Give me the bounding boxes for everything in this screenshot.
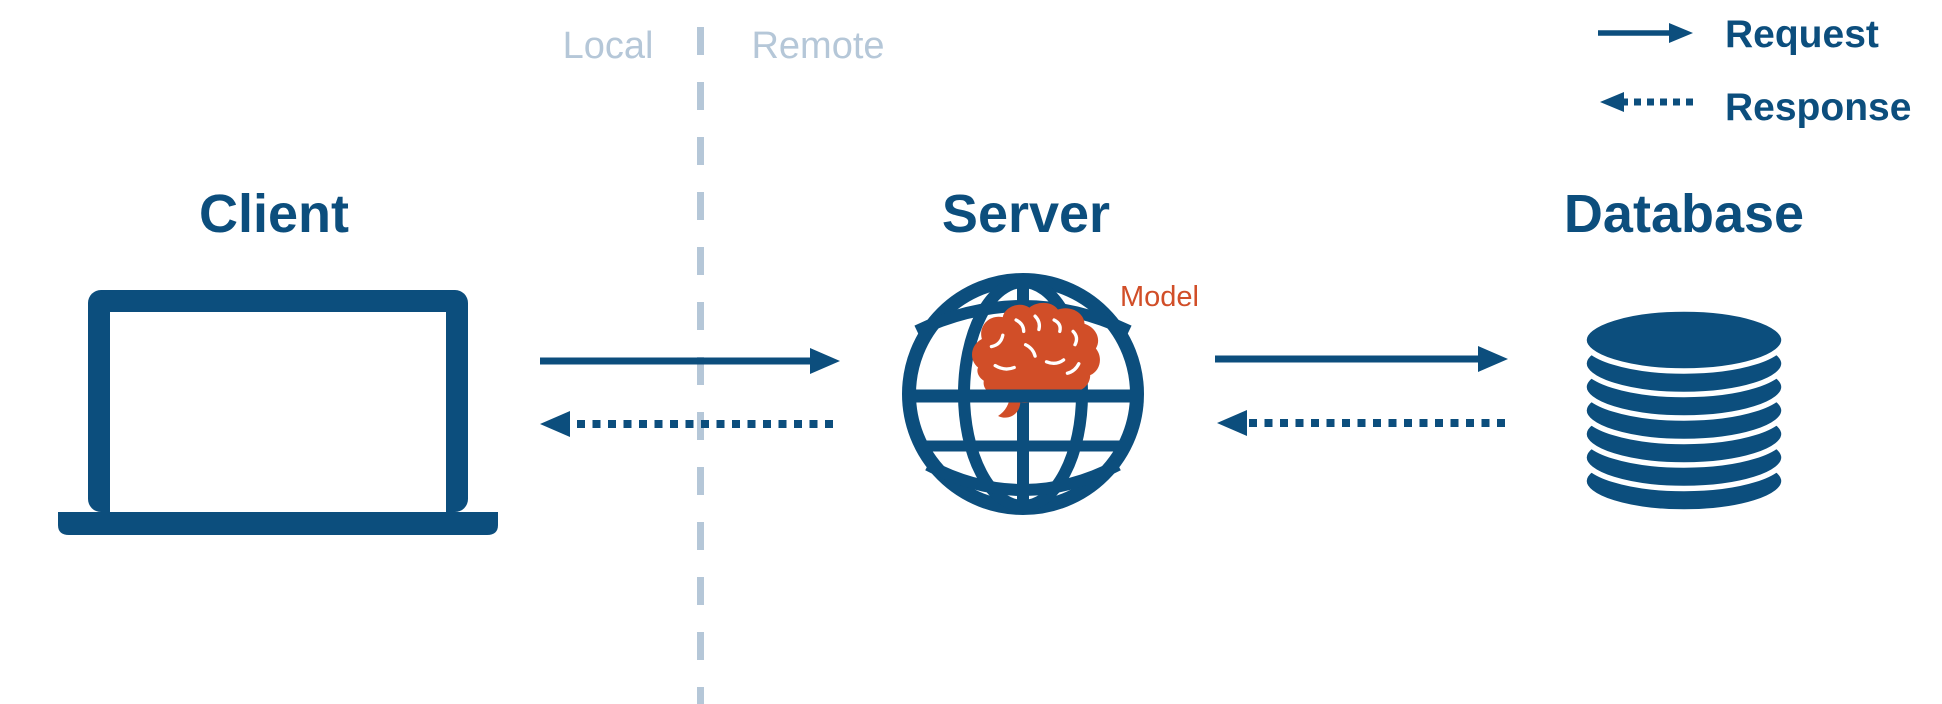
response-arrow-server-to-client [540,411,833,437]
legend-response-arrow-icon [1600,92,1693,112]
client-title: Client [198,184,350,244]
globe-icon [902,273,1144,515]
server-title: Server [941,184,1111,244]
database-title: Database [1563,184,1805,244]
local-remote-divider-dashed-line [697,27,704,704]
laptop-icon [58,290,498,535]
local-zone-label: Local [562,25,654,67]
legend-request-arrow-icon [1598,23,1693,43]
model-label: Model [1120,281,1199,313]
request-arrow-server-to-database [1215,346,1508,372]
legend-response-label: Response [1725,86,1912,129]
response-arrow-database-to-server [1217,410,1505,436]
legend-request-label: Request [1725,13,1879,56]
database-cylinder-icon [1581,306,1787,515]
remote-zone-label: Remote [751,25,885,67]
request-arrow-client-to-server [540,348,840,374]
